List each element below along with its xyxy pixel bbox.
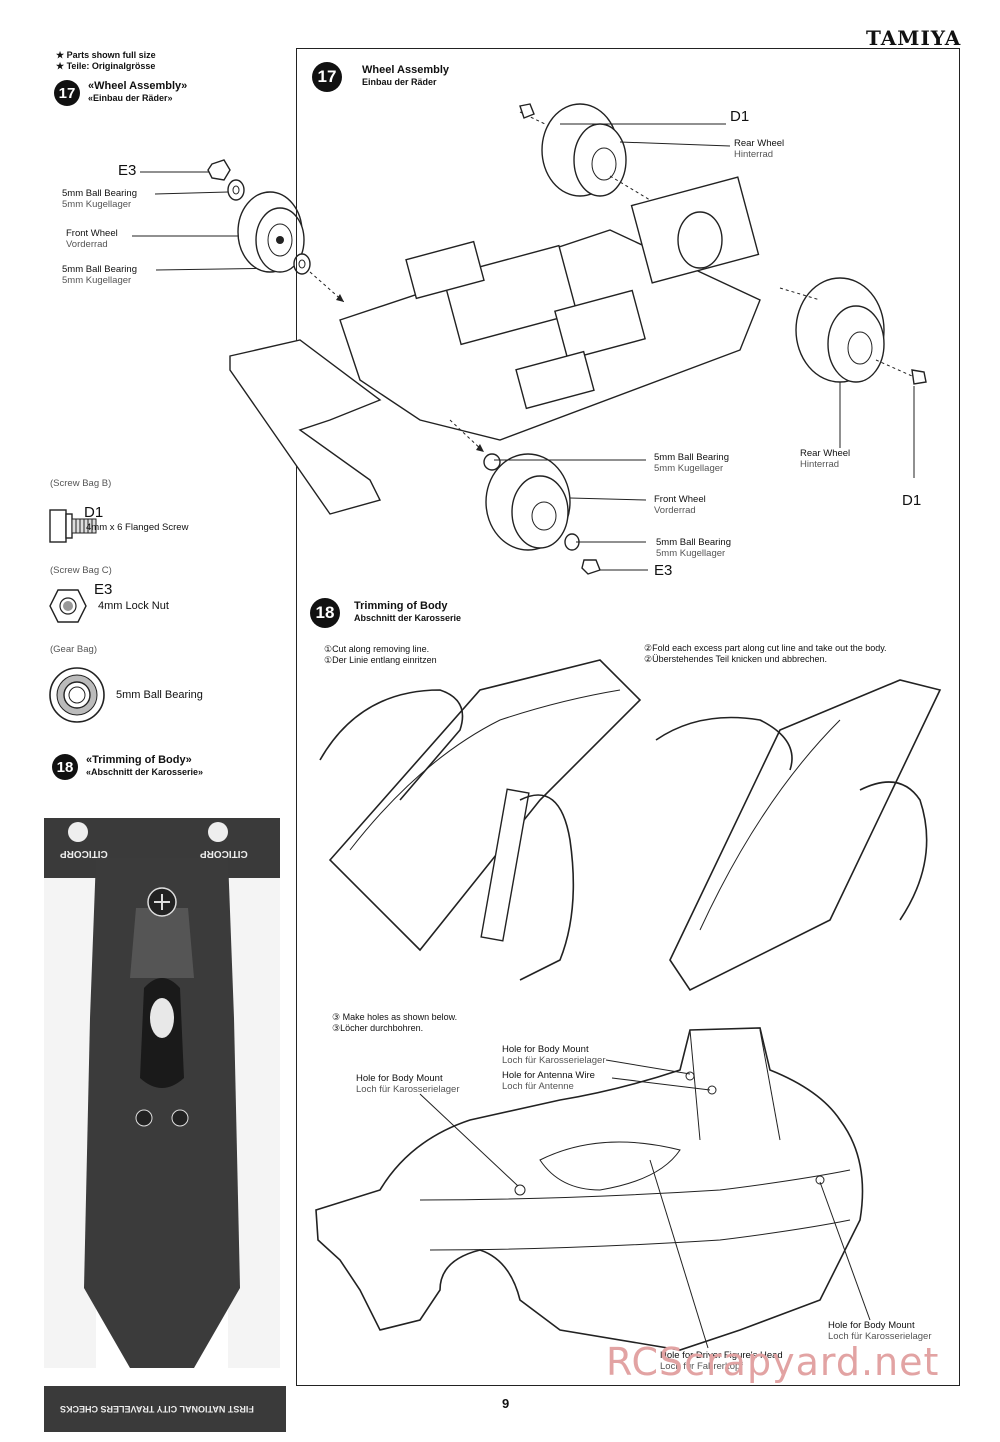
rear-wing-photo: FIRST NATIONAL CITY TRAVELERS CHECKS <box>44 1386 286 1432</box>
gear-bag-label: (Gear Bag) <box>50 644 97 655</box>
label-rear-wheel-top-en: Rear Wheel <box>734 138 785 149</box>
step-18-badge: 18 <box>310 598 340 628</box>
step-17-badge: 17 <box>312 62 342 92</box>
label-d1-top: D1 <box>730 108 750 125</box>
label-bearing-2: 5mm Ball Bearing 5mm Kugellager <box>62 264 137 286</box>
label-hole-driver-head: Hole for Driver Figure's Head Loch für F… <box>660 1350 783 1372</box>
label-bearing-b: 5mm Ball Bearing 5mm Kugellager <box>656 537 731 559</box>
label-front-wheel-right-en: Front Wheel <box>654 494 706 505</box>
step-18-title-en-left: «Trimming of Body» <box>86 754 192 766</box>
label-bearing-b-de: 5mm Kugellager <box>656 548 726 559</box>
instruction-2: ②Fold each excess part along cut line an… <box>644 643 887 665</box>
label-front-wheel-right: Front Wheel Vorderrad <box>654 494 706 516</box>
label-bearing-a-de: 5mm Kugellager <box>654 463 724 474</box>
step-18-title-de-left: «Abschnitt der Karosserie» <box>86 767 204 777</box>
label-e3-right: E3 <box>654 562 673 579</box>
step-17-title-en: «Wheel Assembly» <box>88 80 188 92</box>
parts-note: ★ Parts shown full size ★ Teile: Origina… <box>56 50 156 72</box>
bag-b-code: D1 <box>84 504 104 521</box>
step-17-title-de-right: Einbau der Räder <box>362 77 437 87</box>
instruction-3-de: ③Löcher durchbohren. <box>332 1023 424 1033</box>
label-hole-body-mount-top-de: Loch für Karosserielager <box>502 1055 606 1066</box>
label-hole-body-mount-left-en: Hole for Body Mount <box>356 1073 443 1084</box>
step-17-title-en-right: Wheel Assembly <box>362 64 450 76</box>
label-hole-body-mount-top-en: Hole for Body Mount <box>502 1044 589 1055</box>
bag-c-label: (Screw Bag C) <box>50 565 112 576</box>
label-hole-driver-head-de: Loch für Fahrerkopf <box>660 1361 743 1372</box>
brand-header: TAMIYA <box>866 26 962 50</box>
label-d1-right: D1 <box>902 492 922 509</box>
label-hole-antenna-de: Loch für Antenne <box>502 1081 574 1092</box>
bag-c-code: E3 <box>94 581 113 598</box>
instruction-frame <box>296 48 960 1386</box>
step-18-title: Trimming of Body Abschnitt der Karosseri… <box>354 600 461 624</box>
watermark: RCScrapyard.net <box>606 1340 940 1384</box>
label-hole-body-mount-right-en: Hole for Body Mount <box>828 1320 915 1331</box>
instruction-1-de: ①Der Linie entlang einritzen <box>324 655 437 665</box>
flanged-screw-icon <box>49 509 97 543</box>
step-17-title-de: «Einbau der Räder» <box>88 93 173 103</box>
label-rear-wheel-right: Rear Wheel Hinterrad <box>800 448 850 470</box>
bag-b-label: (Screw Bag B) <box>50 478 112 489</box>
label-hole-driver-head-en: Hole for Driver Figure's Head <box>660 1350 783 1361</box>
label-bearing-1: 5mm Ball Bearing 5mm Kugellager <box>62 188 137 210</box>
label-rear-wheel-top-de: Hinterrad <box>734 149 774 160</box>
step-17-title-left: «Wheel Assembly» «Einbau der Räder» <box>88 80 187 104</box>
instruction-2-de: ②Überstehendes Teil knicken und abbreche… <box>644 654 828 664</box>
body-shell-photo: CITICORP CITICORP <box>44 818 280 1374</box>
label-hole-antenna: Hole for Antenna Wire Loch für Antenne <box>502 1070 595 1092</box>
label-bearing-1-de: 5mm Kugellager <box>62 199 132 210</box>
label-bearing-2-en: 5mm Ball Bearing <box>62 264 137 275</box>
bag-c-desc: 4mm Lock Nut <box>98 600 169 612</box>
label-hole-body-mount-right: Hole for Body Mount Loch für Karosseriel… <box>828 1320 932 1342</box>
label-bearing-a: 5mm Ball Bearing 5mm Kugellager <box>654 452 729 474</box>
label-front-wheel-right-de: Vorderrad <box>654 505 696 516</box>
label-e3-left: E3 <box>118 162 137 179</box>
label-front-wheel-left: Front Wheel Vorderrad <box>66 228 118 250</box>
step-18-title-de-right: Abschnitt der Karosserie <box>354 613 462 623</box>
label-bearing-1-en: 5mm Ball Bearing <box>62 188 137 199</box>
label-front-wheel-de: Vorderrad <box>66 239 108 250</box>
label-bearing-b-en: 5mm Ball Bearing <box>656 537 731 548</box>
step-17-badge-left: 17 <box>54 80 80 106</box>
parts-note-de: ★ Teile: Originalgrösse <box>56 61 156 71</box>
label-hole-body-mount-top: Hole for Body Mount Loch für Karosseriel… <box>502 1044 606 1066</box>
label-hole-body-mount-right-de: Loch für Karosserielager <box>828 1331 932 1342</box>
label-bearing-2-de: 5mm Kugellager <box>62 275 132 286</box>
bag-b-desc: 4mm x 6 Flanged Screw <box>86 522 189 533</box>
instruction-1-en: ①Cut along removing line. <box>324 644 430 654</box>
label-hole-body-mount-left-de: Loch für Karosserielager <box>356 1084 460 1095</box>
instruction-1: ①Cut along removing line. ①Der Linie ent… <box>324 644 437 666</box>
label-front-wheel-en: Front Wheel <box>66 228 118 239</box>
instruction-3-en: ③ Make holes as shown below. <box>332 1012 458 1022</box>
step-18-title-left: «Trimming of Body» «Abschnitt der Kaross… <box>86 754 203 778</box>
step-17-title: Wheel Assembly Einbau der Räder <box>362 64 449 88</box>
label-hole-antenna-en: Hole for Antenna Wire <box>502 1070 595 1081</box>
instruction-3: ③ Make holes as shown below. ③Löcher dur… <box>332 1012 457 1034</box>
gear-bag-desc: 5mm Ball Bearing <box>116 689 203 701</box>
parts-note-en: ★ Parts shown full size <box>56 50 156 60</box>
page-number: 9 <box>502 1396 510 1411</box>
label-rear-wheel-top: Rear Wheel Hinterrad <box>734 138 784 160</box>
instruction-2-en: ②Fold each excess part along cut line an… <box>644 643 887 653</box>
label-hole-body-mount-left: Hole for Body Mount Loch für Karosseriel… <box>356 1073 460 1095</box>
label-bearing-a-en: 5mm Ball Bearing <box>654 452 729 463</box>
label-rear-wheel-right-de: Hinterrad <box>800 459 840 470</box>
step-18-title-en-right: Trimming of Body <box>354 600 448 612</box>
step-18-badge-left: 18 <box>52 754 78 780</box>
label-rear-wheel-right-en: Rear Wheel <box>800 448 851 459</box>
ball-bearing-icon <box>49 667 105 723</box>
body-shell-drawing <box>44 818 280 1368</box>
lock-nut-icon <box>49 589 87 623</box>
